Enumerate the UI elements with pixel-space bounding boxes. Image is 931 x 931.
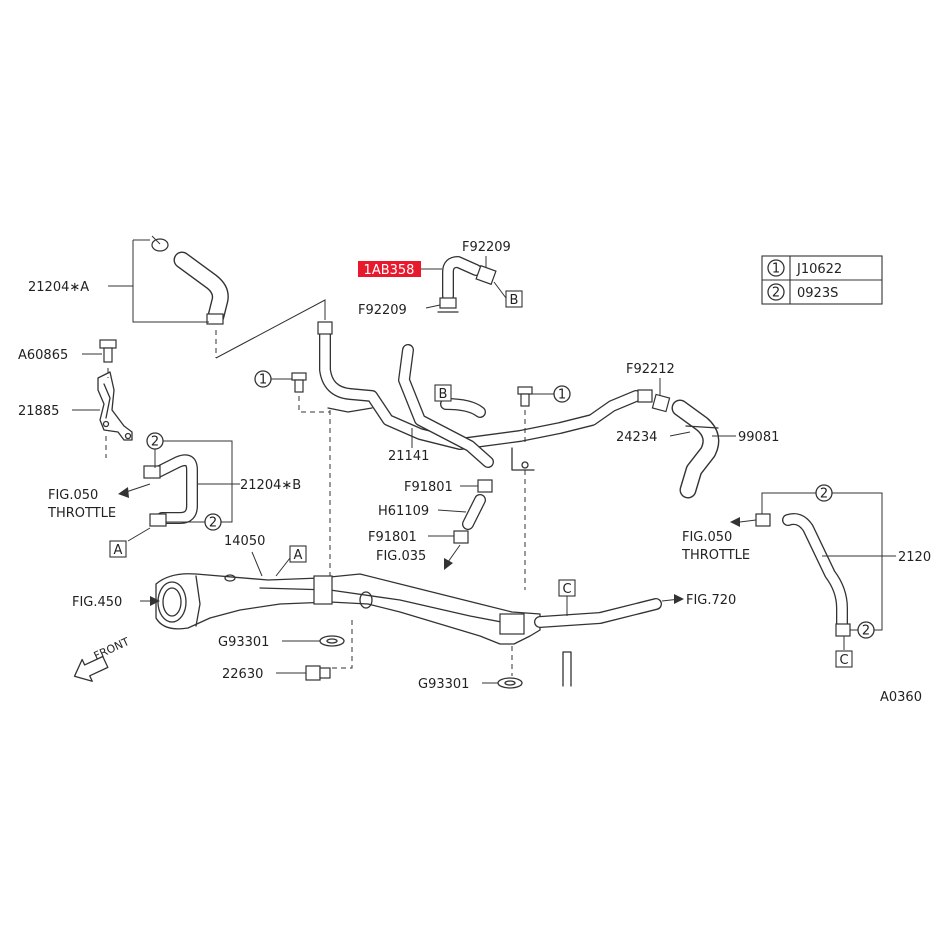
- label-front: FRONT: [92, 635, 132, 663]
- callout-1-left-text: 1: [259, 373, 267, 388]
- label-fig-450: FIG.450: [72, 595, 122, 610]
- clamp-shape: [151, 238, 169, 252]
- label-21204-a: 21204∗A: [28, 280, 89, 295]
- elbow-1ab358[interactable]: [442, 256, 482, 302]
- label-fig-050-right: FIG.050: [682, 530, 732, 545]
- arrow-fig-035: [444, 558, 453, 570]
- clamp-f92212: [637, 389, 671, 413]
- label-99081: 99081: [738, 430, 779, 445]
- label-fig-720: FIG.720: [686, 593, 736, 608]
- ref-box-b-top: [505, 290, 523, 308]
- legend-table: 1 J10622 2 0923S: [761, 255, 883, 305]
- label-f92209-top: F92209: [462, 240, 511, 255]
- label-a60865: A60865: [18, 348, 68, 363]
- sensor-22630: [305, 665, 331, 681]
- callout-2-text-a: 2: [151, 435, 159, 450]
- gasket-left: [319, 635, 345, 647]
- ref-box-c-right: [835, 650, 853, 668]
- ref-box-a-left: [109, 540, 127, 558]
- arrow-fig-050-left: [118, 487, 129, 498]
- clamp-f92209-right: [475, 264, 497, 286]
- legend-part-2: 0923S: [797, 286, 838, 301]
- ref-box-b-mid: [434, 384, 452, 402]
- label-f92209-left: F92209: [358, 303, 407, 318]
- label-g93301-left: G93301: [218, 635, 269, 650]
- arrow-fig-450: [150, 596, 160, 606]
- pipe-21141: [317, 321, 642, 471]
- drawing-code: A0360: [880, 690, 922, 705]
- legend-callout-2: [767, 283, 785, 301]
- label-21204-b: 21204∗B: [240, 478, 301, 493]
- housing-14050: [155, 573, 541, 645]
- label-1ab358[interactable]: 1AB358: [364, 263, 415, 278]
- label-fig-050-left: FIG.050: [48, 488, 98, 503]
- ref-box-a-left-text: A: [114, 543, 123, 558]
- label-22630: 22630: [222, 667, 263, 682]
- ref-box-b-top-text: B: [510, 293, 519, 308]
- bracket-21885: [97, 371, 133, 441]
- legend-callout-1: [767, 259, 785, 277]
- pipe-stub: [562, 651, 572, 687]
- ref-box-a-housing-text: A: [294, 548, 303, 563]
- hose-99081: [671, 399, 720, 499]
- label-throttle-right: THROTTLE: [681, 548, 750, 563]
- label-f91801-b: F91801: [368, 530, 417, 545]
- callout-2-right-bottom-text: 2: [862, 624, 870, 639]
- label-21141: 21141: [388, 449, 429, 464]
- callout-2-right-top-text: 2: [820, 487, 828, 502]
- connection-line: [215, 299, 326, 359]
- hose-21204-b: [143, 454, 198, 527]
- thermostat-port: [313, 575, 333, 605]
- label-f92212: F92212: [626, 362, 675, 377]
- label-g93301-right: G93301: [418, 677, 469, 692]
- label-24234: 24234: [616, 430, 657, 445]
- legend-num-2: 2: [772, 286, 780, 301]
- hose-21204-a: [108, 235, 229, 358]
- callout-2-text-b: 2: [209, 516, 217, 531]
- ref-box-c-right-text: C: [839, 653, 848, 668]
- hose-h61109: [462, 494, 486, 530]
- hose-fig-720: [534, 598, 662, 628]
- arrow-fig-050-right: [730, 517, 740, 527]
- clamp-f92209-left: [437, 297, 459, 313]
- label-h61109: H61109: [378, 504, 429, 519]
- bolt-right: [517, 386, 533, 407]
- label-21885: 21885: [18, 404, 59, 419]
- bolt-a60865: [99, 339, 117, 363]
- clamp-f91801-b: [453, 530, 469, 544]
- legend-num-1: 1: [772, 262, 780, 277]
- label-f91801-a: F91801: [404, 480, 453, 495]
- ref-box-a-housing: [289, 545, 307, 563]
- hose-21204-right: [755, 513, 851, 637]
- label-throttle-left: THROTTLE: [47, 506, 116, 521]
- highlight-box-1ab358[interactable]: [358, 261, 421, 277]
- label-14050: 14050: [224, 534, 265, 549]
- front-arrow: [73, 655, 109, 682]
- ref-box-c-mid-text: C: [562, 582, 571, 597]
- arrow-fig-720: [674, 594, 684, 604]
- label-fig-035: FIG.035: [376, 549, 426, 564]
- label-2120: 2120: [898, 550, 931, 565]
- callout-1-right-text: 1: [558, 388, 566, 403]
- bolt-left: [291, 372, 307, 393]
- gasket-right: [497, 677, 523, 689]
- clamp-f91801-a: [477, 479, 493, 493]
- ref-box-b-mid-text: B: [439, 387, 448, 402]
- legend-part-1: J10622: [796, 262, 842, 277]
